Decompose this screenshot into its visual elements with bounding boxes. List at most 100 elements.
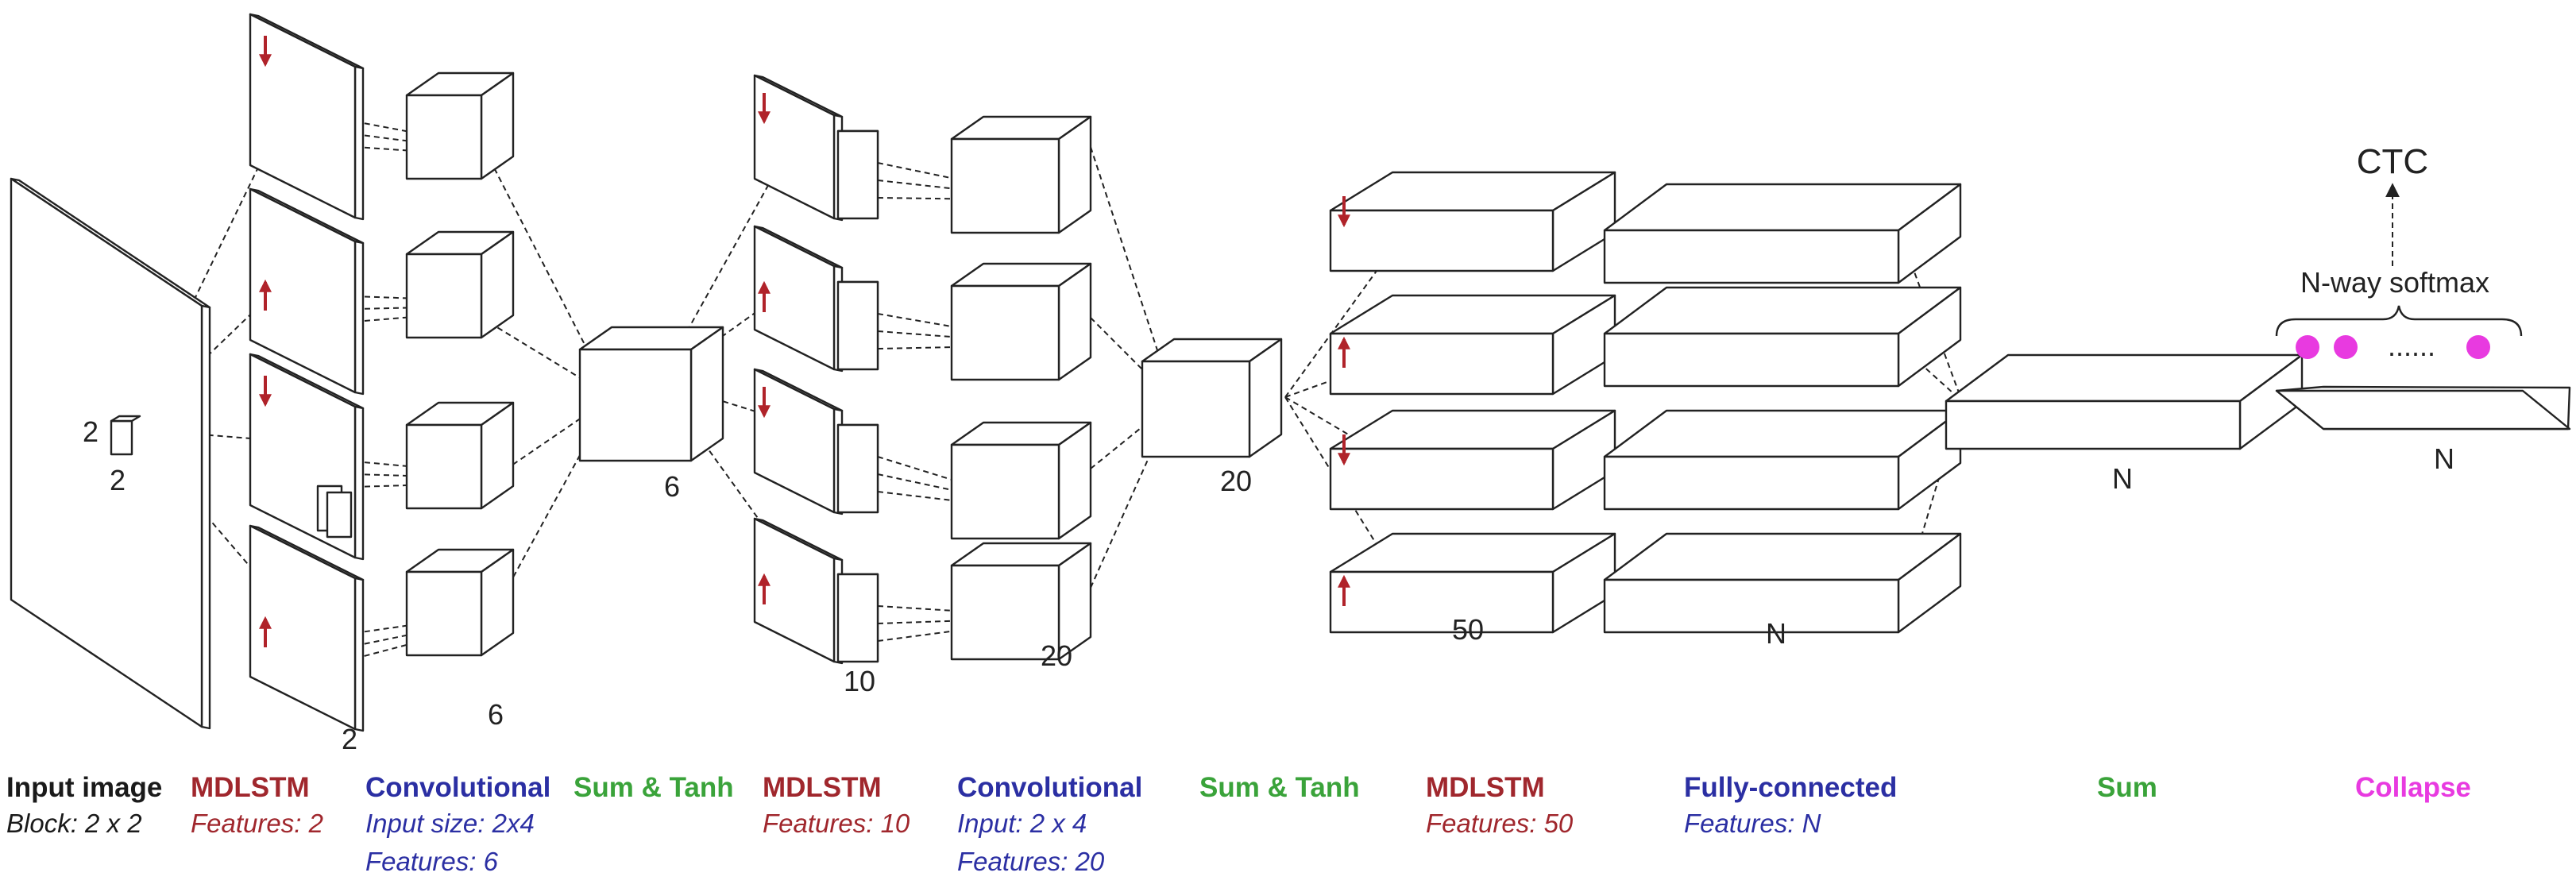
input-image-plane-side	[200, 304, 211, 730]
mdlstm1-plane-4-side	[353, 577, 365, 732]
legend-detail-3-2: Features: 6	[365, 847, 498, 876]
mdlstm2-plane-4-front	[753, 517, 836, 663]
input-image-plane	[10, 177, 211, 730]
softmax-dot-1	[2296, 335, 2319, 359]
softmax-label: N-way softmax	[2300, 266, 2489, 299]
fc-block-3-front	[1603, 455, 1900, 511]
conv1-dim-label: 6	[488, 698, 504, 731]
legend-title-6: Convolutional	[957, 772, 1143, 803]
mdlstm3-block-3	[1329, 409, 1616, 511]
legend-title-9: Fully-connected	[1684, 772, 1898, 803]
conv2-block-2-front	[950, 284, 1060, 381]
mdlstm1-plane-4	[249, 524, 365, 732]
fc-block-3	[1603, 409, 1962, 511]
fc-block-1-front	[1603, 229, 1900, 284]
mdlstm2-plane-2-front	[753, 225, 836, 371]
mdlstm3-block-4-front	[1329, 570, 1554, 634]
conv1-block-3-front	[405, 423, 483, 510]
legend-title-7: Sum & Tanh	[1199, 772, 1360, 803]
mdlstm1-dim-label: 2	[342, 723, 357, 755]
legend-title-5: MDLSTM	[763, 772, 882, 803]
mdlstm2-depth-2-front	[836, 280, 879, 371]
conv1-block-4-front	[405, 570, 483, 657]
conv1-block-3	[405, 401, 515, 510]
input-block-top	[110, 415, 141, 423]
legend-title-3: Convolutional	[365, 772, 551, 803]
legend-detail-6-1: Input: 2 x 4	[957, 809, 1087, 838]
conv2-block-2	[950, 262, 1092, 381]
conv-window-back	[326, 491, 353, 539]
mdlstm2-plane-3	[753, 368, 844, 515]
legend-detail-8-1: Features: 50	[1426, 809, 1574, 838]
conv1-block-2-front	[405, 253, 483, 339]
softmax-brace	[2275, 305, 2523, 337]
mdlstm3-block-2-front	[1329, 332, 1554, 396]
input-block-height-label: 2	[83, 415, 98, 448]
input-block	[110, 419, 133, 456]
input-to-mdlstm1-link	[131, 428, 292, 448]
legend-detail-1-1: Block: 2 x 2	[6, 809, 142, 838]
fc-block-2-front	[1603, 332, 1900, 388]
conv1-block-1-front	[405, 94, 483, 180]
mdlstm2-plane-3-front	[753, 368, 836, 514]
input-image-plane-front	[10, 177, 203, 728]
mdlstm2-depth-2	[836, 280, 879, 371]
sum1-block	[578, 326, 724, 462]
sum3-block-front	[1945, 400, 2242, 450]
mdlstm1-plane-2-side	[353, 240, 365, 396]
mdlstm3-block-3-front	[1329, 447, 1554, 511]
mdlstm2-depth-4-front	[836, 573, 879, 663]
sum3-block	[1945, 353, 2304, 450]
conv2-block-1-front	[950, 137, 1060, 234]
conv2-to-sum2-link	[1090, 400, 1175, 589]
mdlstm2-depth-3	[836, 423, 879, 514]
fc-block-2	[1603, 286, 1962, 388]
legend-detail-3-1: Input size: 2x4	[365, 809, 535, 838]
legend-detail-6-2: Features: 20	[957, 847, 1105, 876]
softmax-ellipsis: ......	[2388, 330, 2435, 362]
mdlstm2-plane-4	[753, 517, 844, 665]
legend-title-11: Collapse	[2355, 772, 2471, 803]
mdlstm1-plane-3-side	[353, 405, 365, 561]
sum1-block-side	[689, 326, 724, 462]
legend-title-1: Input image	[6, 772, 163, 803]
fc-block-4-front	[1603, 578, 1900, 634]
sum2-block	[1141, 338, 1283, 458]
conv2-block-4-front	[950, 564, 1060, 661]
conv2-block-3	[950, 421, 1092, 540]
fc-block-4	[1603, 532, 1962, 634]
conv2-block-1	[950, 115, 1092, 234]
legend-title-2: MDLSTM	[191, 772, 310, 803]
sum1-dim-label: 6	[664, 470, 680, 503]
mdlstm3-block-1	[1329, 171, 1616, 272]
mdlstm2-depth-4	[836, 573, 879, 663]
mdlstm2-plane-1-front	[753, 74, 836, 220]
mdlstm2-plane-2	[753, 225, 844, 373]
conv2-dim-label: 20	[1041, 639, 1072, 672]
legend-title-10: Sum	[2097, 772, 2157, 803]
legend-detail-2-1: Features: 2	[191, 809, 323, 838]
fc-block-1	[1603, 183, 1962, 284]
softmax-dot-3	[2466, 335, 2490, 359]
collapse-plate-top	[2275, 389, 2571, 430]
sum2-block-front	[1141, 360, 1251, 458]
mdlstm1-plane-1-front	[249, 13, 357, 219]
conv1-block-1	[405, 71, 515, 180]
mdlstm1-plane-1-side	[353, 65, 365, 221]
layer-blocks	[10, 13, 2571, 732]
legend-title-4: Sum & Tanh	[574, 772, 734, 803]
conv1-block-4	[405, 548, 515, 657]
mdlstm3-dim-label: 50	[1452, 613, 1484, 646]
mdlstm2-depth-3-front	[836, 423, 879, 514]
mdlstm2-depth-1	[836, 129, 879, 220]
sum1-block-front	[578, 348, 693, 462]
conv2-block-3-front	[950, 443, 1060, 540]
softmax-dot-2	[2334, 335, 2358, 359]
input-block-width-label: 2	[110, 464, 126, 496]
conv1-to-sum1-link	[481, 396, 612, 487]
mdlstm2-plane-1	[753, 74, 844, 222]
mdlstm3-block-4	[1329, 532, 1616, 634]
conv1-block-2	[405, 230, 515, 339]
